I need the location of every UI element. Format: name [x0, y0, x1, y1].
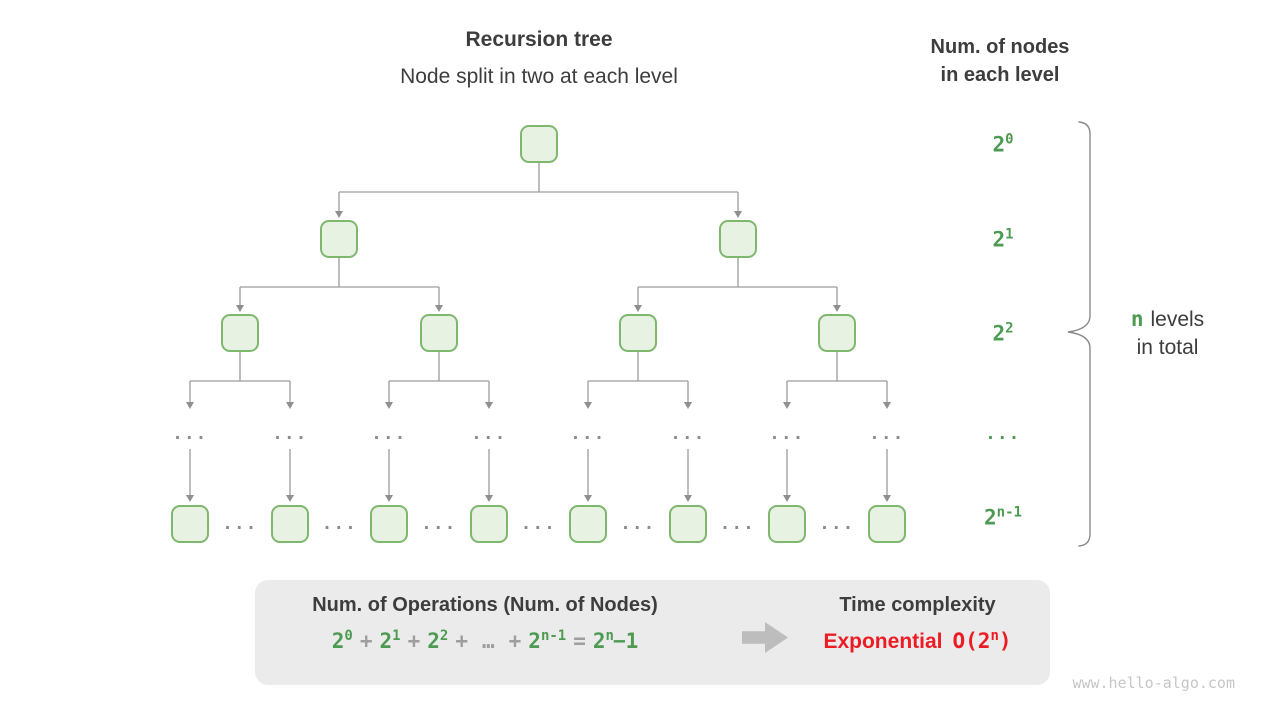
tree-node [619, 314, 657, 352]
complexity-block: Time complexity Exponential O(2n) [800, 594, 1035, 654]
tree-node [470, 505, 508, 543]
formula-term: = [573, 629, 586, 653]
level-count-label: 2n-1 [984, 504, 1022, 530]
level-count-label: 22 [992, 320, 1014, 346]
brace-path [1067, 121, 1091, 547]
level-count-header: Num. of nodes in each level [895, 33, 1105, 89]
tree-node [569, 505, 607, 543]
formula-term: + [508, 629, 522, 653]
tree-node [171, 505, 209, 543]
tree-node [818, 314, 856, 352]
complexity-title: Time complexity [839, 594, 996, 616]
tree-node [271, 505, 309, 543]
complexity-value: Exponential O(2n) [800, 628, 1035, 654]
level-count-header-line2: in each level [940, 64, 1060, 86]
formula-term: + [359, 629, 373, 653]
level-count-label: 20 [992, 131, 1014, 157]
right-arrow-icon [742, 622, 788, 653]
summary-box: Num. of Operations (Num. of Nodes) 20+21… [255, 580, 1050, 685]
complexity-word: Exponential [823, 630, 943, 653]
operations-block: Num. of Operations (Num. of Nodes) 20+21… [260, 594, 710, 653]
formula-term: + [455, 629, 468, 653]
tree-node [768, 505, 806, 543]
level-count-header-line1: Num. of nodes [930, 36, 1070, 58]
formula-term: 22 [427, 628, 449, 653]
tree-node [669, 505, 707, 543]
levels-word: levels [1150, 308, 1205, 331]
operations-formula: 20+21+22+…+2n-1=2n−1 [260, 628, 710, 653]
formula-term: 2n [592, 628, 614, 653]
tree-node [221, 314, 259, 352]
formula-term: 20 [331, 628, 353, 653]
levels-total-line2: in total [1136, 336, 1199, 359]
formula-term: … [481, 629, 495, 653]
n-variable: n [1130, 307, 1144, 331]
big-o-notation: O(2n) [952, 628, 1012, 653]
formula-term: −1 [612, 629, 639, 653]
tree-node [320, 220, 358, 258]
title-block: Recursion tree Node split in two at each… [339, 28, 739, 89]
formula-term: + [407, 629, 421, 653]
formula-term: 2n-1 [528, 628, 567, 653]
tree-node [420, 314, 458, 352]
formula-term: 21 [379, 628, 401, 653]
tree-node [719, 220, 757, 258]
diagram-title: Recursion tree [465, 28, 613, 51]
diagram-subtitle: Node split in two at each level [400, 65, 678, 88]
tree-node [520, 125, 558, 163]
level-count-label: 21 [992, 226, 1014, 252]
watermark: www.hello-algo.com [1072, 674, 1235, 692]
tree-node [370, 505, 408, 543]
tree-node [868, 505, 906, 543]
operations-title: Num. of Operations (Num. of Nodes) [312, 594, 658, 616]
